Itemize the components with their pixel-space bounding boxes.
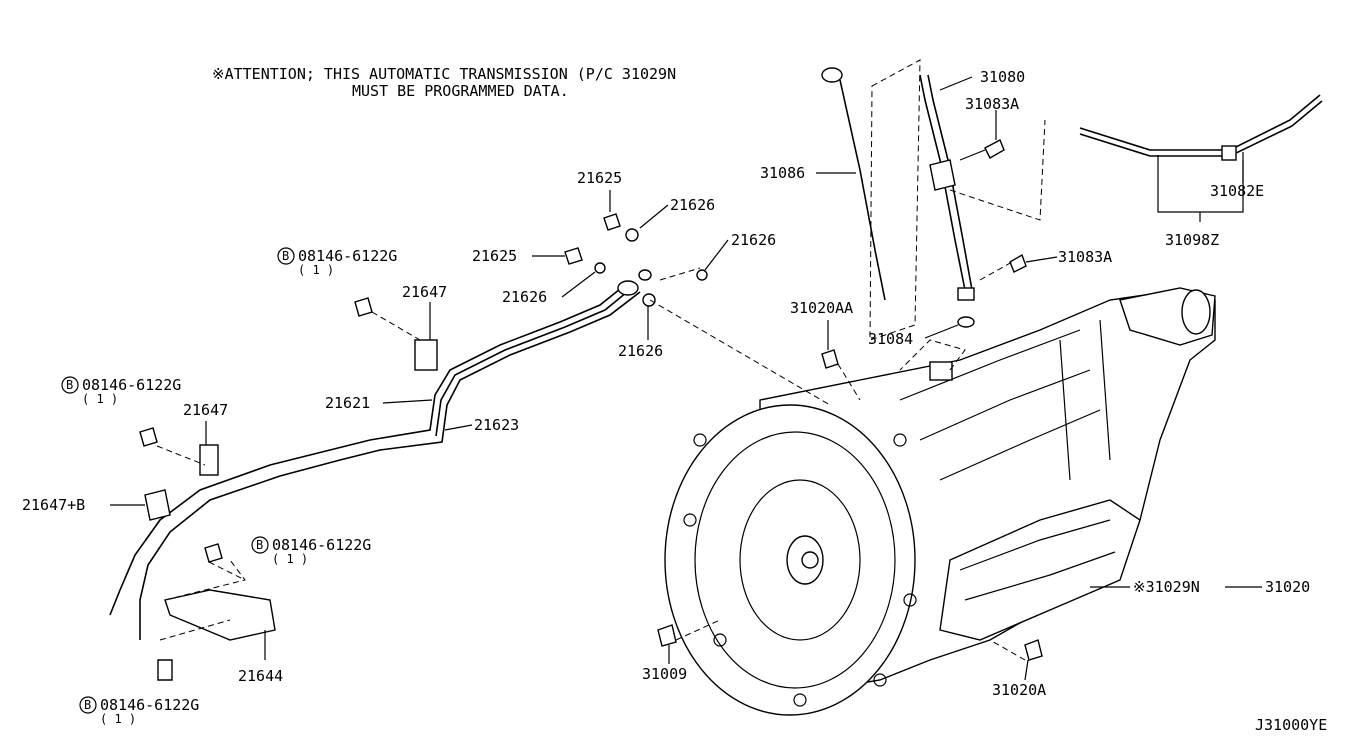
svg-text:08146-6122G: 08146-6122G: [272, 536, 371, 554]
oil-cooler-tubes: [109, 213, 831, 681]
attention-notice-line2: MUST BE PROGRAMMED DATA.: [352, 82, 569, 100]
label-21647b: 21647+B: [22, 496, 85, 514]
label-31020aa: 31020AA: [790, 299, 853, 317]
label-31083a-mid: 31083A: [1058, 248, 1112, 266]
svg-text:( 1 ): ( 1 ): [272, 552, 308, 566]
attention-notice-line1: ※ATTENTION; THIS AUTOMATIC TRANSMISSION …: [212, 65, 676, 83]
svg-text:B: B: [256, 538, 263, 552]
label-21647-b: 21647: [183, 401, 228, 419]
diagram-code: J31000YE: [1255, 716, 1327, 734]
label-31020: 31020: [1265, 578, 1310, 596]
svg-text:08146-6122G: 08146-6122G: [298, 247, 397, 265]
svg-text:B: B: [84, 698, 91, 712]
bolt-31009: [657, 624, 677, 647]
label-31009: 31009: [642, 665, 687, 683]
svg-text:( 1 ): ( 1 ): [100, 712, 136, 726]
label-21625-top: 21625: [577, 169, 622, 187]
svg-text:08146-6122G: 08146-6122G: [82, 376, 181, 394]
leader-lines: [110, 76, 1262, 681]
label-21621: 21621: [325, 394, 370, 412]
label-21626-b: 21626: [731, 231, 776, 249]
bolt-31020aa: [821, 349, 839, 369]
svg-text:( 1 ): ( 1 ): [298, 263, 334, 277]
bolt-callout-3: B 08146-6122G ( 1 ): [251, 536, 371, 566]
svg-text:08146-6122G: 08146-6122G: [100, 696, 199, 714]
label-31080: 31080: [980, 68, 1025, 86]
label-21647-a: 21647: [402, 283, 447, 301]
transmission-assembly: [664, 287, 1216, 716]
svg-text:B: B: [282, 249, 289, 263]
label-31029n: ※31029N: [1133, 578, 1200, 596]
label-31086: 31086: [760, 164, 805, 182]
label-21623: 21623: [474, 416, 519, 434]
bolt-callout-2: B 08146-6122G ( 1 ): [61, 376, 181, 406]
label-31082e: 31082E: [1210, 182, 1264, 200]
label-21626-d: 21626: [618, 342, 663, 360]
label-21625-mid: 21625: [472, 247, 517, 265]
bolt-callout-1: B 08146-6122G ( 1 ): [277, 247, 397, 277]
label-31083a-top: 31083A: [965, 95, 1019, 113]
bolt-callout-4: B 08146-6122G ( 1 ): [79, 696, 199, 726]
label-21644: 21644: [238, 667, 283, 685]
oil-level-gauge-group: [821, 59, 1323, 371]
svg-text:B: B: [66, 378, 73, 392]
label-21626-a: 21626: [670, 196, 715, 214]
label-31098z: 31098Z: [1165, 231, 1219, 249]
bolt-31020a: [1024, 639, 1043, 661]
label-31020a: 31020A: [992, 681, 1046, 699]
svg-text:( 1 ): ( 1 ): [82, 392, 118, 406]
label-31084: 31084: [868, 330, 913, 348]
label-21626-c: 21626: [502, 288, 547, 306]
